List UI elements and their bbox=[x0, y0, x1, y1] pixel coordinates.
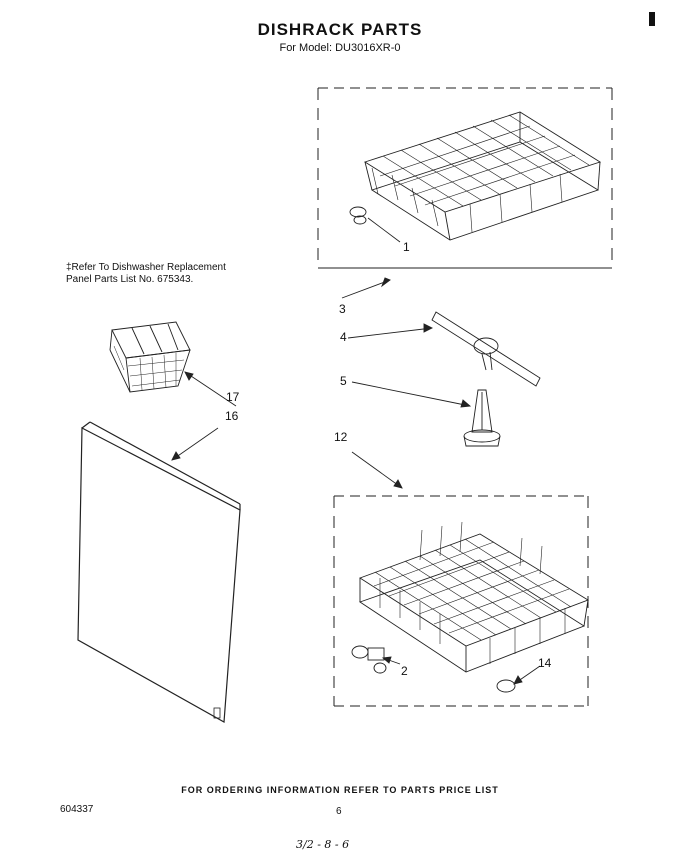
part-16-panel bbox=[77, 421, 241, 723]
callout-5: 5 bbox=[340, 374, 347, 388]
page-number: 6 bbox=[336, 806, 342, 817]
upper-rack-box bbox=[317, 87, 613, 269]
ordering-info: FOR ORDERING INFORMATION REFER TO PARTS … bbox=[181, 785, 499, 795]
lower-dishrack-drawing bbox=[358, 521, 590, 673]
part-4-spray-arm bbox=[431, 311, 541, 387]
callout-4: 4 bbox=[340, 330, 347, 344]
part-2-wheel bbox=[351, 645, 387, 674]
handwritten-note: 3/2 - 8 - 6 bbox=[296, 838, 350, 851]
lower-rack-box bbox=[333, 495, 589, 707]
callout-14: 14 bbox=[538, 656, 552, 670]
replacement-panel-note: ‡Refer To Dishwasher Replacement Panel P… bbox=[66, 262, 226, 286]
note-line-1: ‡Refer To Dishwasher Replacement bbox=[66, 262, 226, 273]
note-line-2: Panel Parts List No. 675343. bbox=[66, 274, 194, 285]
part-14-stopper bbox=[496, 679, 516, 693]
document-number: 604337 bbox=[60, 804, 94, 815]
leader-lines bbox=[171, 277, 541, 685]
callout-17: 17 bbox=[226, 390, 240, 404]
part-1-roller bbox=[349, 206, 401, 243]
part-17-basket bbox=[109, 321, 191, 393]
callout-1: 1 bbox=[403, 240, 410, 254]
part-5-spray-tube bbox=[463, 389, 501, 447]
callout-12: 12 bbox=[334, 430, 348, 444]
upper-dishrack-drawing bbox=[363, 111, 602, 241]
corner-mark bbox=[649, 12, 655, 26]
model-subtitle: For Model: DU3016XR-0 bbox=[279, 42, 401, 54]
callout-2: 2 bbox=[401, 664, 408, 678]
page-title: DISHRACK PARTS bbox=[257, 20, 423, 39]
callout-16: 16 bbox=[225, 409, 239, 423]
callout-3: 3 bbox=[339, 302, 346, 316]
